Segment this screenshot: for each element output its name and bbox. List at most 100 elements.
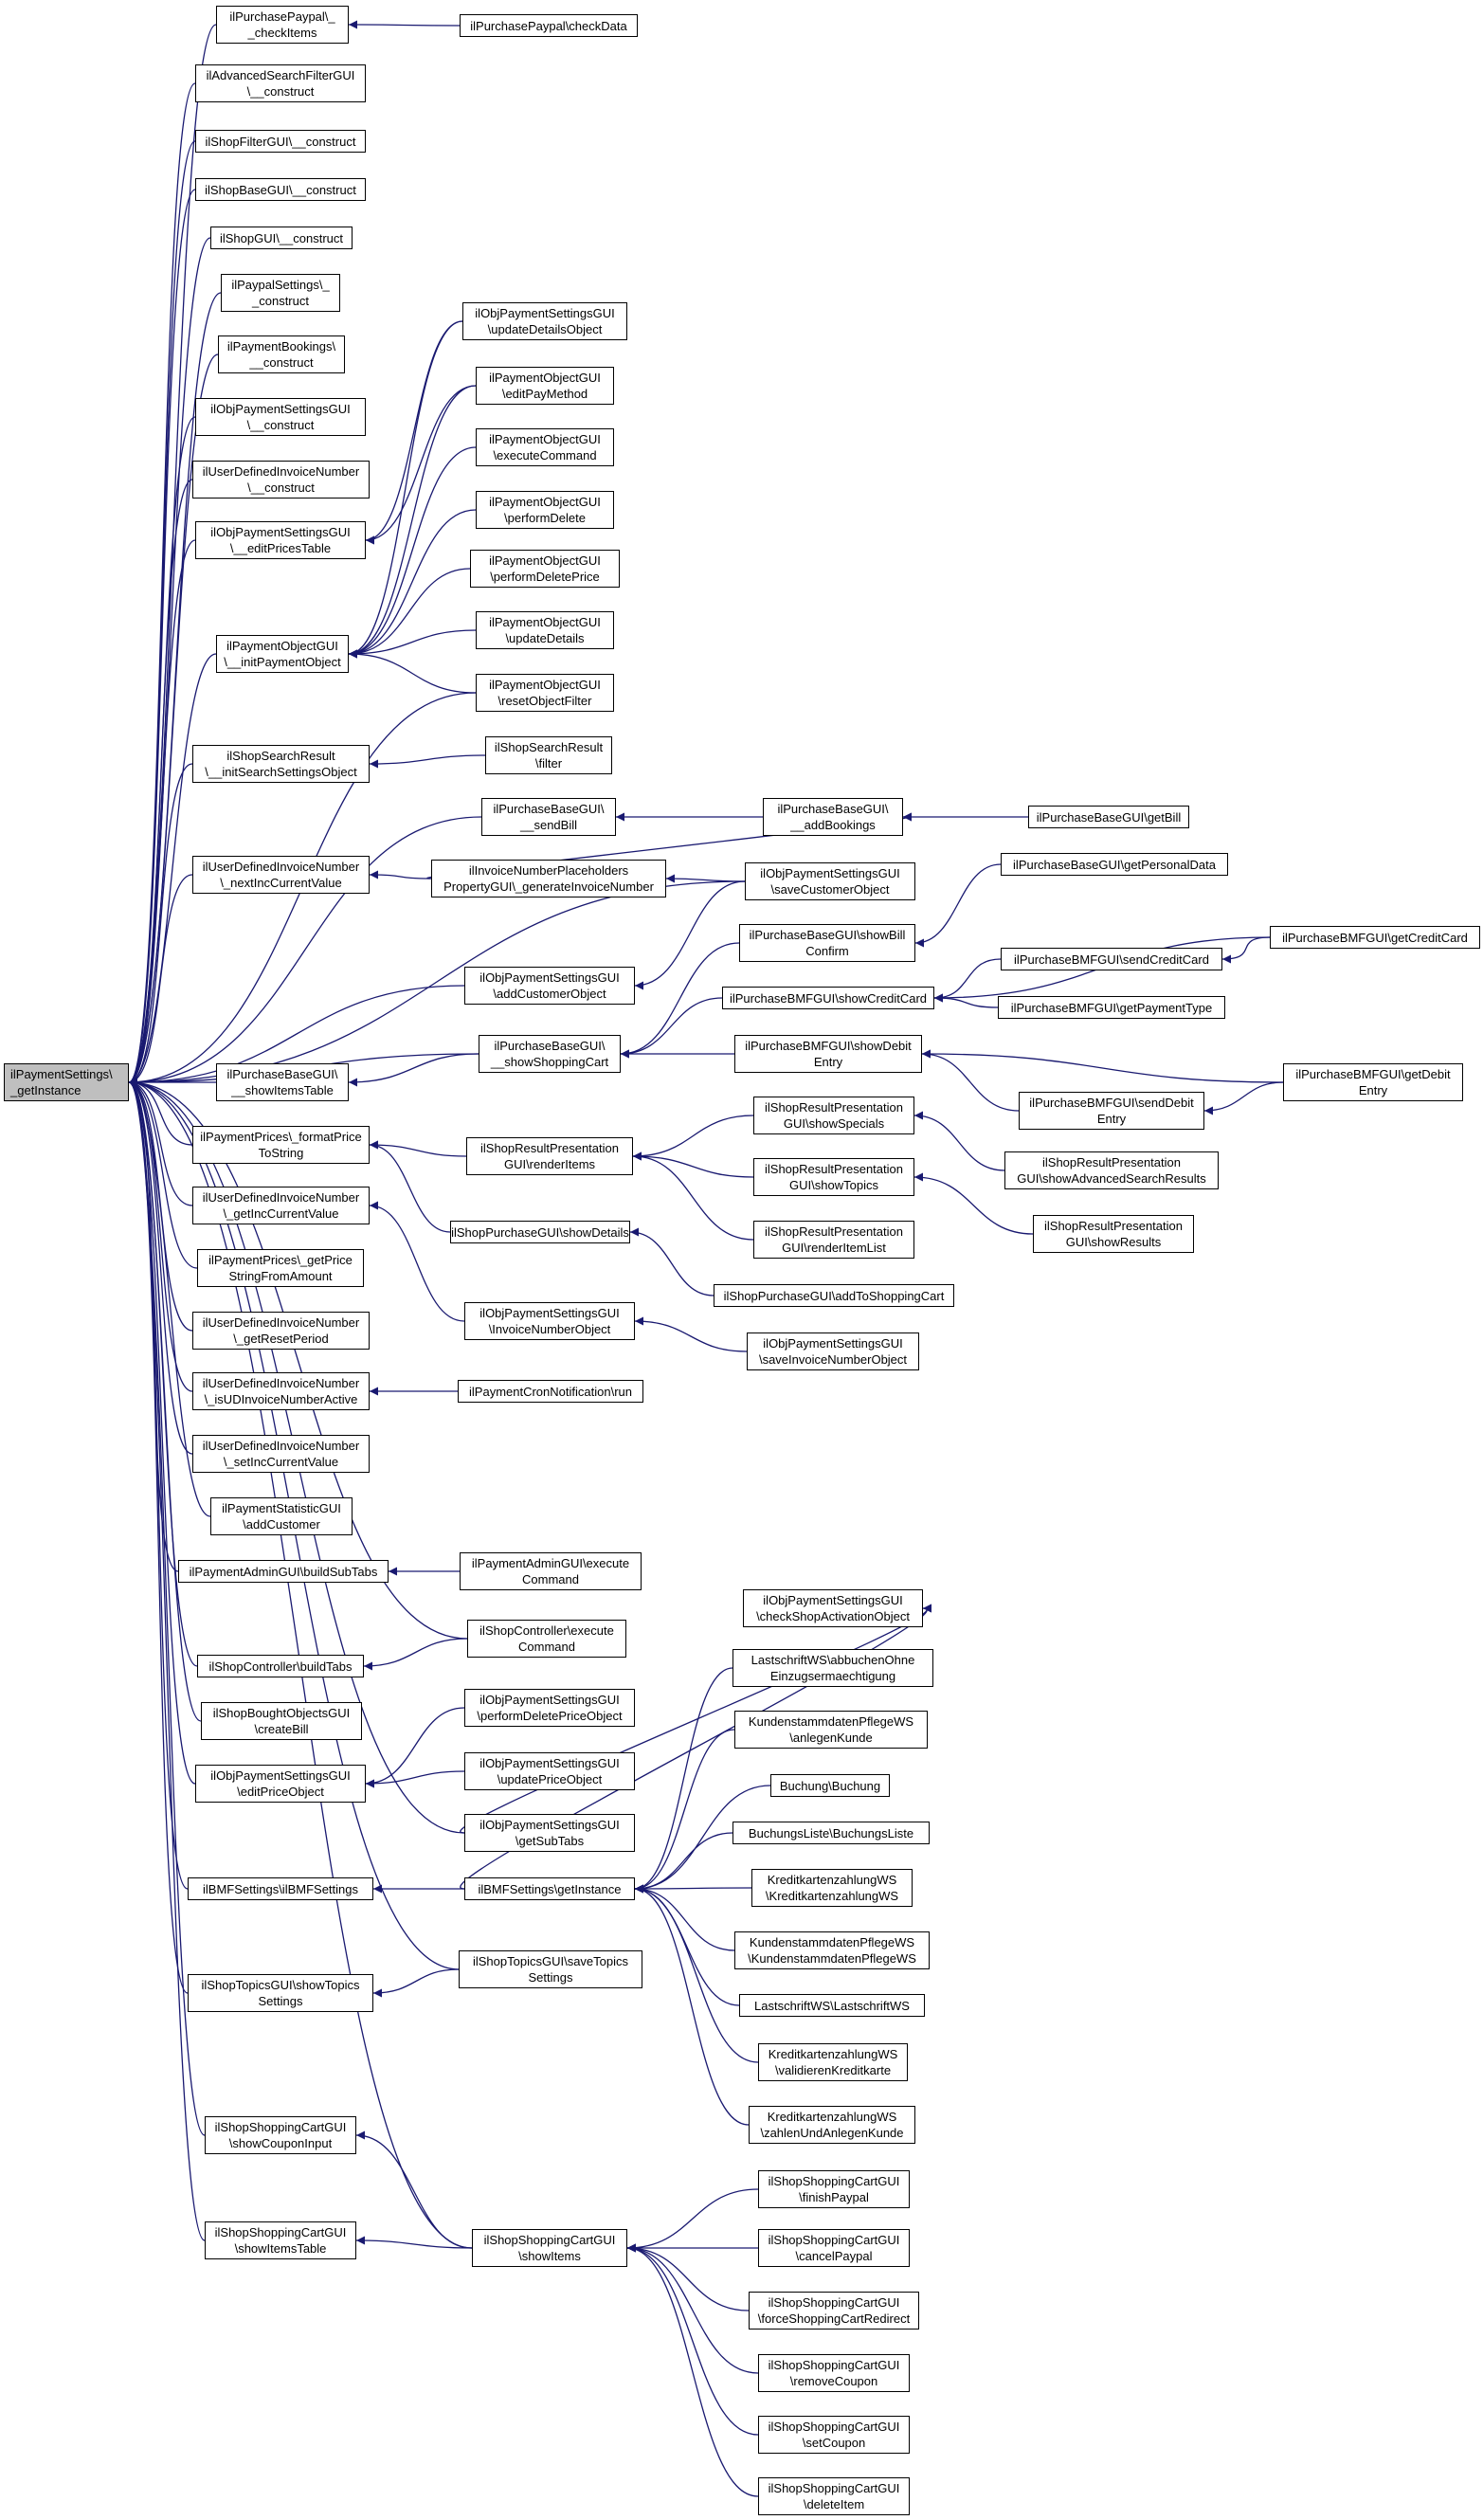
node-objpaymentsettingsgui-performdeletepriceobject[interactable]: ilObjPaymentSettingsGUI\performDeletePri… <box>464 1689 635 1727</box>
node-purchasebasegui-getpersonaldata[interactable]: ilPurchaseBaseGUI\getPersonalData <box>1001 853 1228 876</box>
edge-n28-to-n29 <box>914 863 1002 948</box>
node-shopfiltergui-construct[interactable]: ilShopFilterGUI\__construct <box>195 130 366 153</box>
node-userdefinedinvoicenumber-getresetperiod[interactable]: ilUserDefinedInvoiceNumber \_getResetPeri… <box>192 1312 370 1350</box>
node-shopshoppingcartgui-setcoupon[interactable]: ilShopShoppingCartGUI\setCoupon <box>758 2416 910 2454</box>
node-paymentstatisticgui-addcustomer[interactable]: ilPaymentStatisticGUI\addCustomer <box>210 1497 353 1535</box>
node-userdefinedinvoicenumber-nextinccurrentvalue[interactable]: ilUserDefinedInvoiceNumber\_nextIncCurre… <box>192 856 370 894</box>
node-objpaymentsettingsgui-updatepriceobject[interactable]: ilObjPaymentSettingsGUI\updatePriceObjec… <box>464 1752 635 1790</box>
node-label-line: ilShopTopicsGUI\saveTopics <box>472 1954 629 1968</box>
node-shoppurchasegui-showdetails[interactable]: ilShopPurchaseGUI\showDetails <box>450 1221 630 1243</box>
node-root-getinstance[interactable]: ilPaymentSettings\ _getInstance <box>4 1063 129 1101</box>
node-kundenstammdatenpflegews-constructor[interactable]: KundenstammdatenPflegeWS\Kundenstammdate… <box>734 1931 930 1969</box>
node-kreditkartenzahlungws-validierenkreditkarte[interactable]: KreditkartenzahlungWS\validierenKreditka… <box>758 2043 908 2081</box>
node-label-line: ilShopPurchaseGUI\addToShoppingCart <box>723 1288 945 1303</box>
node-paymentobjectgui-resetobjectfilter[interactable]: ilPaymentObjectGUI\resetObjectFilter <box>476 674 614 712</box>
node-shopcontroller-buildtabs[interactable]: ilShopController\buildTabs <box>197 1655 364 1677</box>
node-kundenstammdatenpflegews-anlegenkunde[interactable]: KundenstammdatenPflegeWS\anlegenKunde <box>734 1711 928 1749</box>
node-advancedsearchfiltergui-construct[interactable]: ilAdvancedSearchFilterGUI\__construct <box>195 64 366 102</box>
node-paymentbookings-construct[interactable]: ilPaymentBookings\__construct <box>218 335 345 373</box>
node-shoppurchasegui-addtoshoppingcart[interactable]: ilShopPurchaseGUI\addToShoppingCart <box>714 1284 954 1307</box>
node-userdefinedinvoicenumber-construct[interactable]: ilUserDefinedInvoiceNumber\__construct <box>192 461 370 499</box>
node-paymentobjectgui-executecommand[interactable]: ilPaymentObjectGUI\executeCommand <box>476 428 614 466</box>
node-objpaymentsettingsgui-saveinvoicenumberobject[interactable]: ilObjPaymentSettingsGUI\saveInvoiceNumbe… <box>747 1333 919 1370</box>
node-shopboughtobjectsgui-createbill[interactable]: ilShopBoughtObjectsGUI\createBill <box>201 1702 362 1740</box>
node-shopshoppingcartgui-forceshoppingcartredirect[interactable]: ilShopShoppingCartGUI\forceShoppingCartR… <box>749 2292 919 2330</box>
node-paymentobjectgui-editpaymethod[interactable]: ilPaymentObjectGUI\editPayMethod <box>476 367 614 405</box>
node-lastschriftws-constructor[interactable]: LastschriftWS\LastschriftWS <box>739 1994 925 2017</box>
node-label-line: \_getResetPeriod <box>233 1332 329 1346</box>
node-userdefinedinvoicenumber-isudinvoicenumberactive[interactable]: ilUserDefinedInvoiceNumber\_isUDInvoiceN… <box>192 1372 370 1410</box>
node-label-line: __showItemsTable <box>231 1083 334 1097</box>
node-shopgui-construct[interactable]: ilShopGUI\__construct <box>210 227 353 249</box>
node-paymentobjectgui-initpaymentobject[interactable]: ilPaymentObjectGUI\__initPaymentObject <box>216 635 349 673</box>
node-purchasebasegui-showitemstable[interactable]: ilPurchaseBaseGUI\__showItemsTable <box>216 1063 349 1101</box>
node-purchasebasegui-sendbill[interactable]: ilPurchaseBaseGUI\__sendBill <box>481 798 616 836</box>
node-objpaymentsettingsgui-addcustomerobject[interactable]: ilObjPaymentSettingsGUI\addCustomerObjec… <box>464 967 635 1005</box>
node-objpaymentsettingsgui-savecustomerobject[interactable]: ilObjPaymentSettingsGUI\saveCustomerObje… <box>745 862 915 900</box>
node-shopsearchresult-initsearchsettingsobject[interactable]: ilShopSearchResult\__initSearchSettingsO… <box>192 745 370 783</box>
node-bmfsettings-ilbmfsettings[interactable]: ilBMFSettings\ilBMFSettings <box>188 1877 373 1900</box>
node-kreditkartenzahlungws-constructor[interactable]: KreditkartenzahlungWS\Kreditkartenzahlun… <box>751 1869 913 1907</box>
node-buchung-buchung[interactable]: Buchung\Buchung <box>770 1774 890 1797</box>
node-objpaymentsettingsgui-updatedetailsobject[interactable]: ilObjPaymentSettingsGUI\updateDetailsObj… <box>462 302 627 340</box>
node-shopsearchresult-filter[interactable]: ilShopSearchResult\filter <box>485 736 612 774</box>
node-shopshoppingcartgui-showitemstable[interactable]: ilShopShoppingCartGUI\showItemsTable <box>205 2221 356 2259</box>
node-objpaymentsettingsgui-editpriceobject[interactable]: ilObjPaymentSettingsGUI\editPriceObject <box>195 1765 366 1803</box>
node-userdefinedinvoicenumber-setinccurrentvalue[interactable]: ilUserDefinedInvoiceNumber\_setIncCurren… <box>192 1435 370 1473</box>
node-purchasebmfgui-getpaymenttype[interactable]: ilPurchaseBMFGUI\getPaymentType <box>998 996 1225 1019</box>
node-paymentobjectgui-performdelete[interactable]: ilPaymentObjectGUI\performDelete <box>476 491 614 529</box>
node-purchasebmfgui-sendcreditcard[interactable]: ilPurchaseBMFGUI\sendCreditCard <box>1001 948 1222 970</box>
node-purchasepaypal-checkitems[interactable]: ilPurchasePaypal\__checkItems <box>216 6 349 44</box>
node-shopshoppingcartgui-showcouponinput[interactable]: ilShopShoppingCartGUI\showCouponInput <box>205 2116 356 2154</box>
node-objpaymentsettingsgui-checkshopactivationobject[interactable]: ilObjPaymentSettingsGUI\checkShopActivat… <box>743 1589 923 1627</box>
node-label-line: \KundenstammdatenPflegeWS <box>748 1951 916 1966</box>
node-purchasebasegui-getbill[interactable]: ilPurchaseBaseGUI\getBill <box>1028 806 1189 828</box>
node-shopshoppingcartgui-removecoupon[interactable]: ilShopShoppingCartGUI\removeCoupon <box>758 2354 910 2392</box>
node-objpaymentsettingsgui-construct[interactable]: ilObjPaymentSettingsGUI\__construct <box>195 398 366 436</box>
node-purchasebasegui-addbookings[interactable]: ilPurchaseBaseGUI\__addBookings <box>763 798 903 836</box>
node-paymentcronnotification-run[interactable]: ilPaymentCronNotification\run <box>458 1380 643 1403</box>
node-buchungsliste-buchungsliste[interactable]: BuchungsListe\BuchungsListe <box>732 1822 930 1844</box>
node-bmfsettings-getinstance[interactable]: ilBMFSettings\getInstance <box>464 1877 635 1900</box>
node-purchasepaypal-checkdata[interactable]: ilPurchasePaypal\checkData <box>460 14 638 37</box>
node-shopshoppingcartgui-showitems[interactable]: ilShopShoppingCartGUI\showItems <box>472 2229 627 2267</box>
node-paymentobjectgui-updatedetails[interactable]: ilPaymentObjectGUI\updateDetails <box>476 611 614 649</box>
edge-n51-to-n44 <box>369 1201 465 1322</box>
node-shopshoppingcartgui-cancelpaypal[interactable]: ilShopShoppingCartGUI\cancelPaypal <box>758 2229 910 2267</box>
node-kreditkartenzahlungws-zahlenundanlegenkunde[interactable]: KreditkartenzahlungWS\zahlenUndAnlegenKu… <box>749 2106 915 2144</box>
node-label-line: ilUserDefinedInvoiceNumber <box>202 1315 360 1330</box>
node-shopshoppingcartgui-finishpaypal[interactable]: ilShopShoppingCartGUI\finishPaypal <box>758 2170 910 2208</box>
node-userdefinedinvoicenumber-getinccurrentvalue[interactable]: ilUserDefinedInvoiceNumber\_getIncCurren… <box>192 1187 370 1224</box>
node-objpaymentsettingsgui-invoicenumberobject[interactable]: ilObjPaymentSettingsGUI\InvoiceNumberObj… <box>464 1302 635 1340</box>
node-objpaymentsettingsgui-editpricestable[interactable]: ilObjPaymentSettingsGUI\__editPricesTabl… <box>195 521 366 559</box>
node-purchasebmfgui-getcreditcard[interactable]: ilPurchaseBMFGUI\getCreditCard <box>1270 926 1480 949</box>
node-shopshoppingcartgui-deleteitem[interactable]: ilShopShoppingCartGUI\deleteItem <box>758 2477 910 2515</box>
node-label-line: Command <box>518 1640 575 1654</box>
node-paymentobjectgui-performdeleteprice[interactable]: ilPaymentObjectGUI\performDeletePrice <box>470 550 620 588</box>
node-purchasebasegui-showshoppingcart[interactable]: ilPurchaseBaseGUI\__showShoppingCart <box>479 1035 621 1073</box>
node-paymentadmingui-buildsubtabs[interactable]: ilPaymentAdminGUI\buildSubTabs <box>178 1560 389 1583</box>
node-paypalsettings-construct[interactable]: ilPaypalSettings\__construct <box>221 274 340 312</box>
node-shopbasegui-construct[interactable]: ilShopBaseGUI\__construct <box>195 178 366 201</box>
node-label-line: ilAdvancedSearchFilterGUI <box>206 68 355 82</box>
node-purchasebmfgui-showcreditcard[interactable]: ilPurchaseBMFGUI\showCreditCard <box>722 987 934 1009</box>
node-objpaymentsettingsgui-getsubtabs[interactable]: ilObjPaymentSettingsGUI\getSubTabs <box>464 1814 635 1852</box>
